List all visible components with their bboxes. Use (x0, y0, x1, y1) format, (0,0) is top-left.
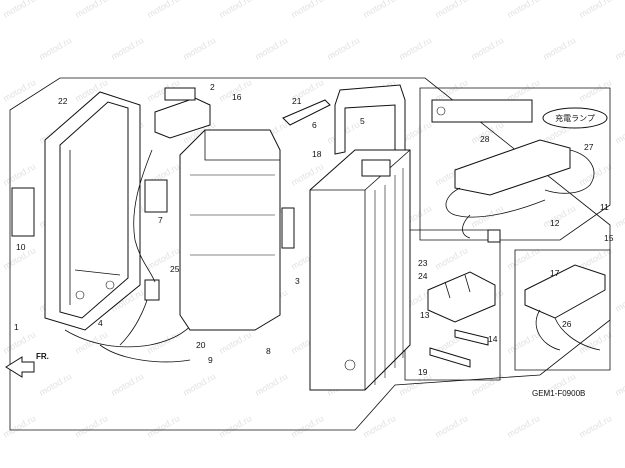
watermark-text: motod.ru (1, 413, 37, 439)
figure-ref: GEM1-F0900B (532, 389, 585, 398)
watermark-text: motod.ru (613, 119, 625, 145)
watermark-text: motod.ru (73, 0, 109, 20)
callout-12-bolt: 12 (550, 218, 560, 228)
watermark-text: motod.ru (145, 413, 181, 439)
caution-plate (431, 99, 533, 123)
watermark-text: motod.ru (181, 371, 217, 397)
callout-9-coupler: 9 (208, 355, 213, 365)
callout-10-caution-label: 10 (16, 242, 26, 252)
watermark-text: motod.ru (217, 413, 253, 439)
callout-5-battery-handle: 5 (360, 116, 365, 126)
watermark-text: motod.ru (37, 35, 73, 61)
watermark-text: motod.ru (613, 287, 625, 313)
label-28-text: 充電ランプ (555, 113, 595, 123)
watermark-text: motod.ru (433, 413, 469, 439)
callout-18-screw: 18 (312, 149, 322, 159)
callout-15-bolt: 15 (604, 233, 614, 243)
watermark-text: motod.ru (253, 371, 289, 397)
watermark-text: motod.ru (469, 203, 505, 229)
watermark-text: motod.ru (577, 0, 613, 20)
watermark-text: motod.ru (145, 329, 181, 355)
watermark-text: motod.ru (109, 35, 145, 61)
charge-lamp-label: 充電ランプ (542, 107, 608, 129)
battery-mount (427, 271, 496, 323)
callout-1-battery-box: 1 (14, 322, 19, 332)
callout-11-charger: 11 (600, 202, 609, 212)
battery (309, 149, 411, 391)
watermark-text: motod.ru (397, 35, 433, 61)
watermark-text: motod.ru (289, 413, 325, 439)
watermark-text: motod.ru (613, 371, 625, 397)
callout-19-screw: 19 (418, 367, 428, 377)
watermark-text: motod.ru (577, 77, 613, 103)
callout-3-battery: 3 (295, 276, 300, 286)
callout-14-terminal-plate: 14 (488, 334, 498, 344)
watermark-text: motod.ru (1, 77, 37, 103)
watermark-text: motod.ru (505, 329, 541, 355)
callout-28-caution-plate: 28 (480, 134, 490, 144)
watermark-text: motod.ru (433, 0, 469, 20)
sponge (144, 179, 168, 213)
watermark-text: motod.ru (1, 0, 37, 20)
watermark-text: motod.ru (577, 161, 613, 187)
charger (445, 139, 595, 243)
fuse-block (154, 87, 211, 139)
watermark-text: motod.ru (505, 0, 541, 20)
watermark-text: motod.ru (217, 329, 253, 355)
callout-17-bolt: 17 (550, 268, 560, 278)
callout-4-harness: 4 (98, 318, 103, 328)
callout-layer: 1234567891011121314151617181920212223242… (14, 82, 614, 377)
watermark-text: motod.ru (577, 413, 613, 439)
watermark-text: motod.ru (109, 371, 145, 397)
callout-27-charge-lamp-label: 27 (584, 142, 594, 152)
callout-24-washer: 24 (418, 271, 428, 281)
watermark-text: motod.ru (613, 35, 625, 61)
callout-20-screw: 20 (196, 340, 206, 350)
watermark-text: motod.ru (73, 329, 109, 355)
watermark-text: motod.ru (37, 371, 73, 397)
watermark-text: motod.ru (1, 161, 37, 187)
terminal-plate (429, 329, 489, 368)
watermark-text: motod.ru (469, 35, 505, 61)
watermark-text: motod.ru (361, 0, 397, 20)
watermark-text: motod.ru (289, 0, 325, 20)
callout-21-screw: 21 (292, 96, 302, 106)
callout-22-screw: 22 (58, 96, 68, 106)
callout-2-fuse-holder: 2 (210, 82, 215, 92)
battery-handle (334, 84, 406, 155)
direction-label: FR. (36, 352, 49, 361)
watermark-text: motod.ru (613, 203, 625, 229)
harness (64, 149, 201, 363)
bracket (282, 99, 331, 126)
watermark-text: motod.ru (433, 245, 469, 271)
watermark-text: motod.ru (181, 35, 217, 61)
watermark-text: motod.ru (217, 0, 253, 20)
watermark-text: motod.ru (577, 329, 613, 355)
callout-13-battery-mount: 13 (420, 310, 430, 320)
watermark-text: motod.ru (253, 35, 289, 61)
watermark-text: motod.ru (1, 329, 37, 355)
callout-25-connector: 25 (170, 264, 180, 274)
callout-7-sponge: 7 (158, 215, 163, 225)
watermark-text: motod.ru (505, 413, 541, 439)
callout-16-fuse-block: 16 (232, 92, 242, 102)
callout-23-nut: 23 (418, 258, 428, 268)
callout-8-battery-cover: 8 (266, 346, 271, 356)
callout-6-bracket: 6 (312, 120, 317, 130)
watermark-text: motod.ru (73, 413, 109, 439)
terminal-assembly (524, 264, 606, 351)
battery-cover (179, 129, 295, 331)
watermark-text: motod.ru (325, 35, 361, 61)
front-direction-arrow: FR. (5, 352, 49, 378)
watermark-text: motod.ru (145, 0, 181, 20)
callout-26-nut: 26 (562, 319, 572, 329)
battery-box (11, 91, 141, 331)
watermark-text: motod.ru (505, 245, 541, 271)
watermark-text: motod.ru (541, 35, 577, 61)
